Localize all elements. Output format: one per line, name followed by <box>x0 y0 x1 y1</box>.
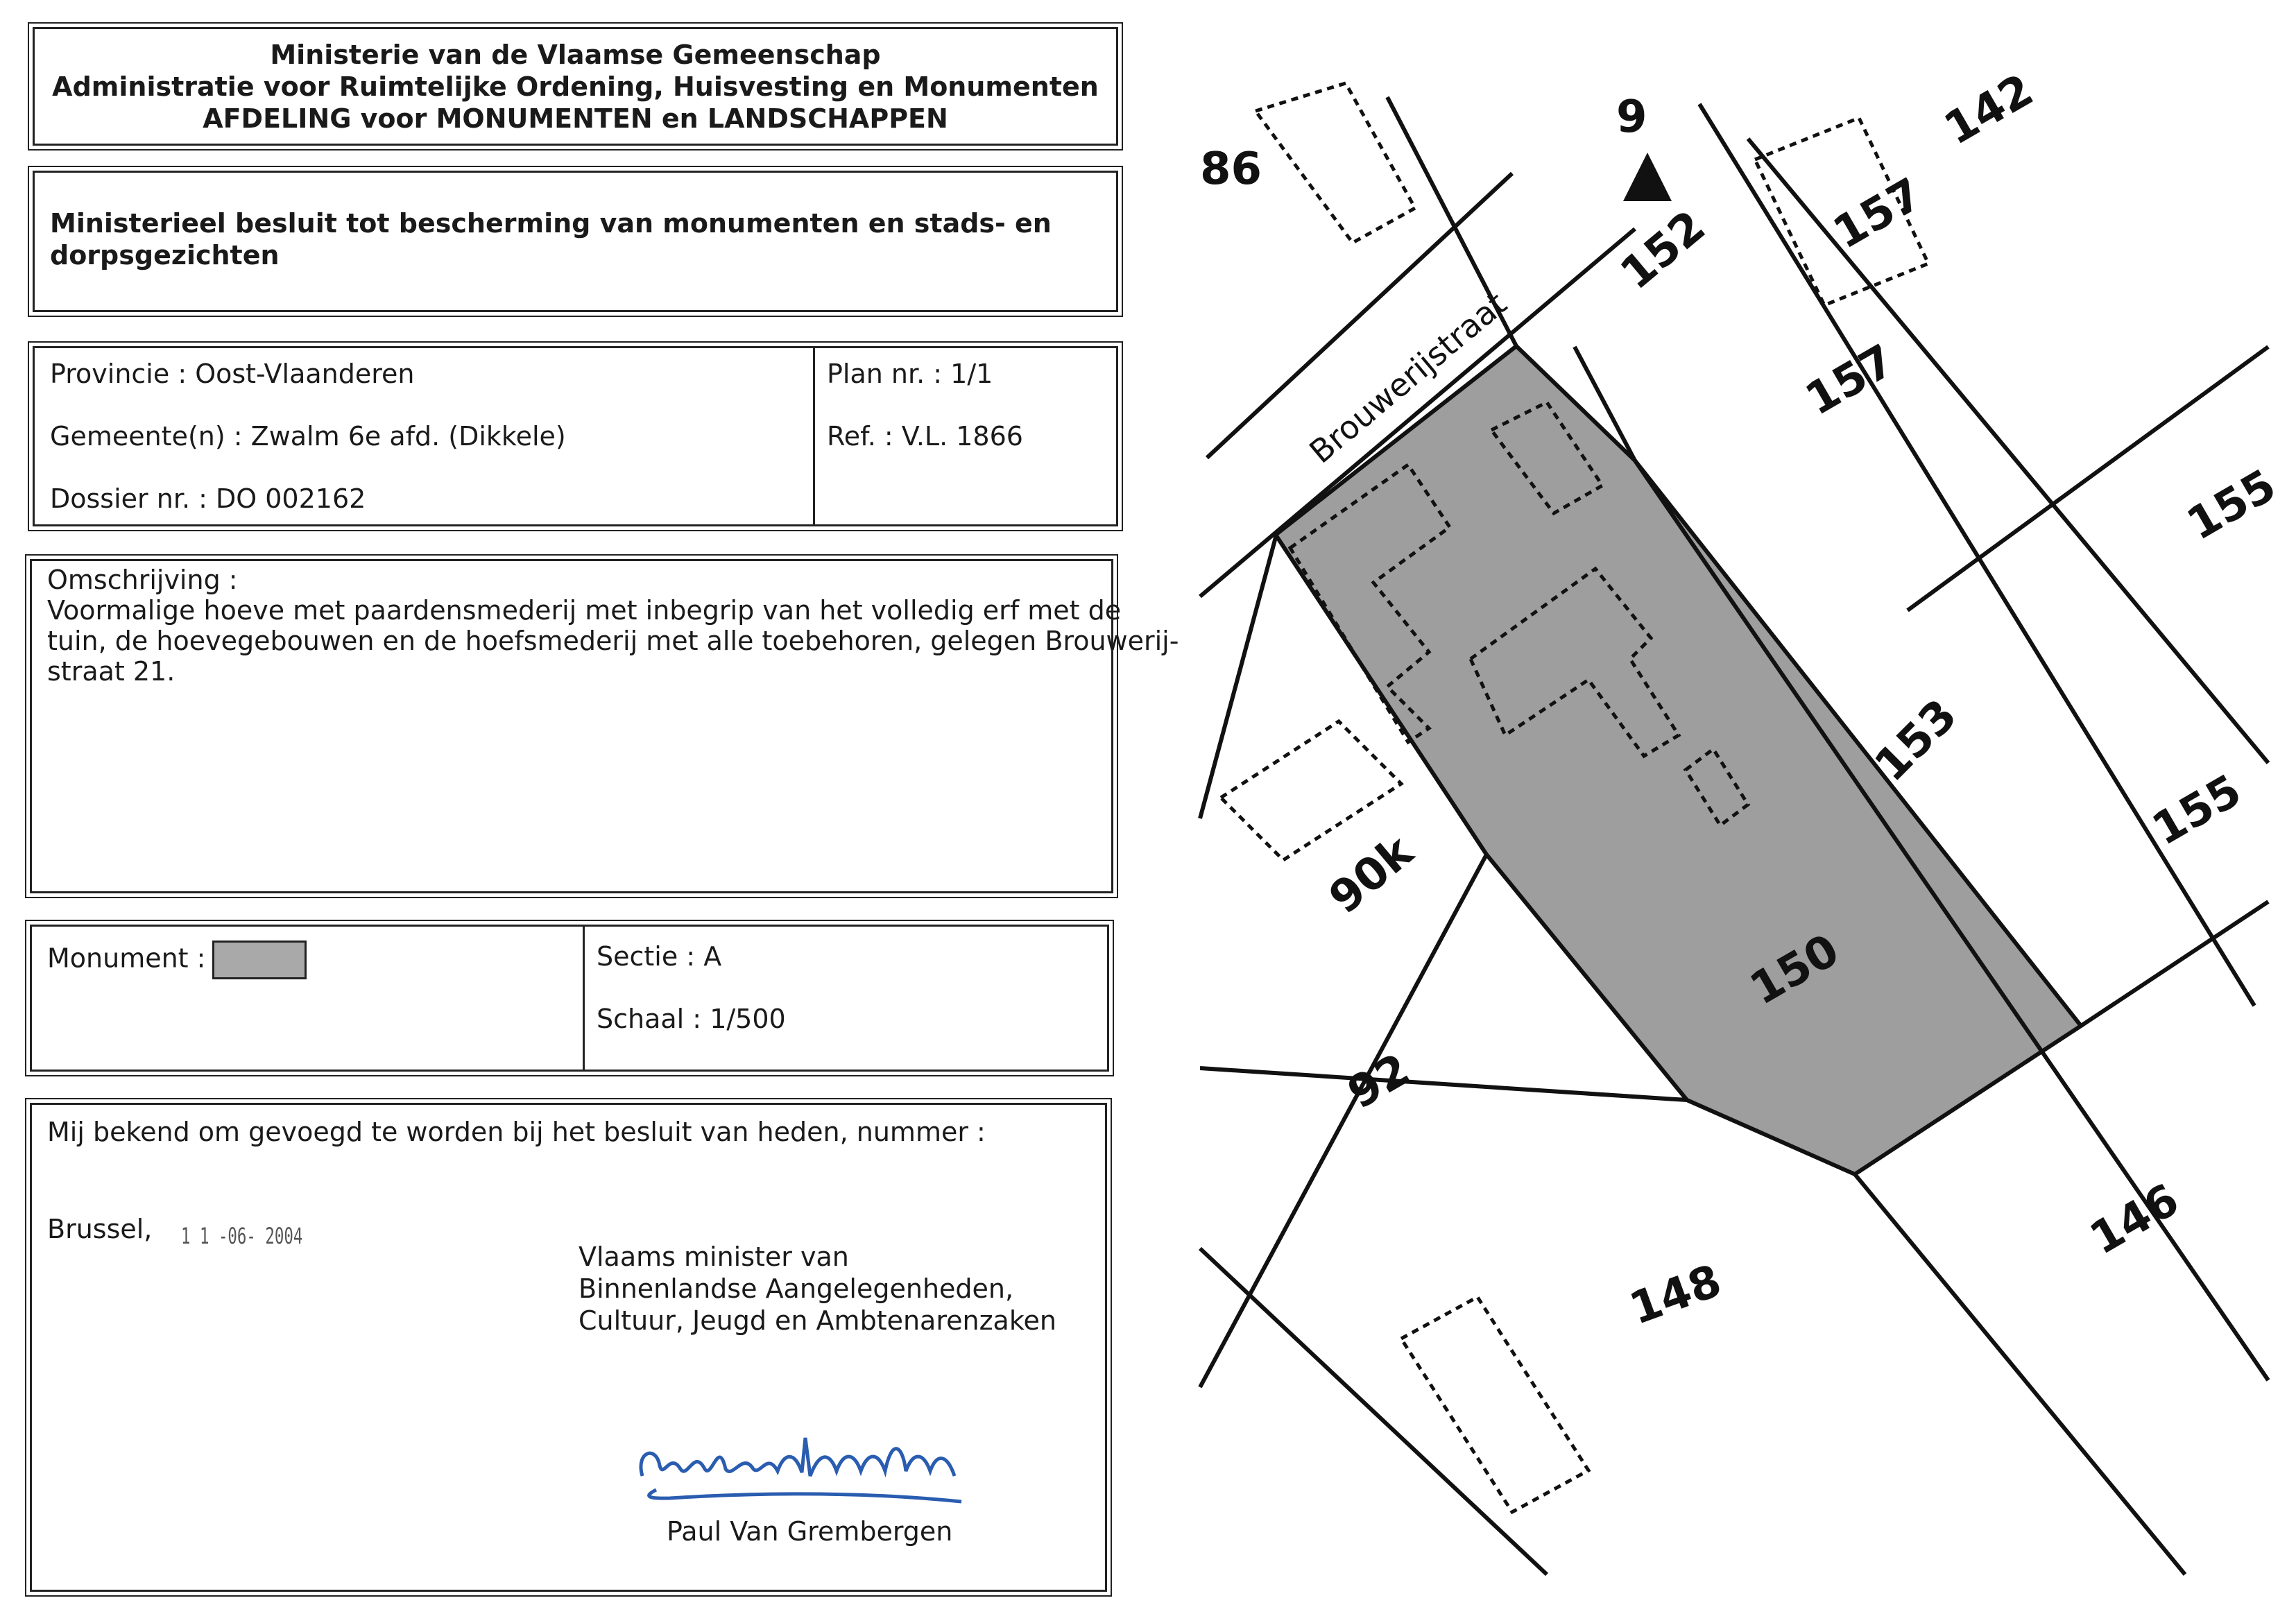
legend-box: Monument : Sectie : A Schaal : 1/500 <box>25 920 1114 1076</box>
gemeente: Gemeente(n) : Zwalm 6e afd. (Dikkele) <box>50 421 566 452</box>
parcel-label: 90k <box>1320 825 1423 924</box>
parcel-line <box>1198 1246 1549 1577</box>
department-name: AFDELING voor MONUMENTEN en LANDSCHAPPEN <box>203 103 948 134</box>
divider <box>583 927 585 1070</box>
description-label: Omschrijving : <box>47 565 238 595</box>
handwritten-signature <box>639 1437 962 1504</box>
parcel-label: 148 <box>1623 1255 1728 1335</box>
building <box>1218 719 1404 863</box>
decree-title-line1: Ministerieel besluit tot bescherming van… <box>50 208 1052 239</box>
parcel-label: 157 <box>1825 169 1931 259</box>
parcel-line <box>1199 1066 1688 1102</box>
survey-marker-icon <box>1623 153 1672 201</box>
parcel-label: 86 <box>1200 144 1262 195</box>
parcel-line <box>1198 534 1278 819</box>
description-line: tuin, de hoevegebouwen en de hoefsmederi… <box>47 626 1179 656</box>
parcel-label: 9 <box>1616 92 1647 143</box>
provincie: Provincie : Oost-Vlaanderen <box>50 359 415 389</box>
protected-parcel <box>1272 343 2084 1177</box>
ministry-name: Ministerie van de Vlaamse Gemeenschap <box>270 40 881 70</box>
parcel-line <box>2080 900 2270 1028</box>
building <box>1468 566 1681 759</box>
building <box>1489 400 1605 516</box>
parcel-line <box>1746 137 2270 764</box>
sectie: Sectie : A <box>597 941 722 972</box>
building <box>1752 115 1931 308</box>
parcel-line <box>1385 96 1518 347</box>
building <box>1398 1294 1591 1515</box>
parcel-label: 142 <box>1936 69 2042 155</box>
plan-number: Plan nr. : 1/1 <box>827 359 993 389</box>
parcel-line <box>1573 345 1637 462</box>
description-line: Voormalige hoeve met paardensmederij met… <box>47 595 1122 626</box>
date-stamp: 1 1 -06- 2004 <box>181 1223 303 1249</box>
parcel-label: 155 <box>2144 765 2250 856</box>
minister-title: Vlaams minister van <box>579 1242 849 1272</box>
parcel-line <box>1697 103 2256 1007</box>
parcel-line <box>1198 853 1489 1389</box>
parcel-line <box>1853 1173 2187 1576</box>
decree-title-line2: dorpsgezichten <box>50 240 280 270</box>
parcel-line <box>1633 459 2270 1382</box>
parcel-line <box>1906 345 2270 612</box>
parcel-label: 155 <box>2179 460 2275 551</box>
street-edge <box>1205 171 1514 460</box>
minister-title: Binnenlandse Aangelegenheden, <box>579 1273 1014 1304</box>
signature-box: Mij bekend om gevoegd te worden bij het … <box>25 1098 1112 1597</box>
schaal: Schaal : 1/500 <box>597 1004 786 1034</box>
info-box: Provincie : Oost-Vlaanderen Gemeente(n) … <box>28 341 1123 531</box>
divider <box>813 348 815 524</box>
dossier-number: Dossier nr. : DO 002162 <box>50 483 366 514</box>
parcel-label: 152 <box>1611 201 1715 300</box>
reference: Ref. : V.L. 1866 <box>827 421 1023 452</box>
monument-legend: Monument : <box>47 941 307 979</box>
acknowledgement-text: Mij bekend om gevoegd te worden bij het … <box>47 1117 986 1147</box>
place: Brussel, <box>47 1214 153 1244</box>
description-line: straat 21. <box>47 656 175 687</box>
monument-label: Monument : <box>47 943 206 974</box>
building <box>1287 462 1453 745</box>
ministry-header-box: Ministerie van de Vlaamse Gemeenschap Ad… <box>28 22 1123 151</box>
building <box>1683 746 1751 828</box>
minister-title: Cultuur, Jeugd en Ambtenarenzaken <box>579 1305 1056 1336</box>
street-edge <box>1199 227 1636 599</box>
decree-title-box: Ministerieel besluit tot bescherming van… <box>28 166 1123 317</box>
monument-swatch <box>212 941 307 979</box>
cadastral-map: 86 9 152 157 157 142 155 155 153 150 90k… <box>1198 69 2275 1577</box>
minister-name: Paul Van Grembergen <box>667 1516 953 1547</box>
building <box>1252 81 1418 246</box>
administration-name: Administratie voor Ruimtelijke Ordening,… <box>52 71 1099 102</box>
description-box: Omschrijving : Voormalige hoeve met paar… <box>25 554 1179 898</box>
